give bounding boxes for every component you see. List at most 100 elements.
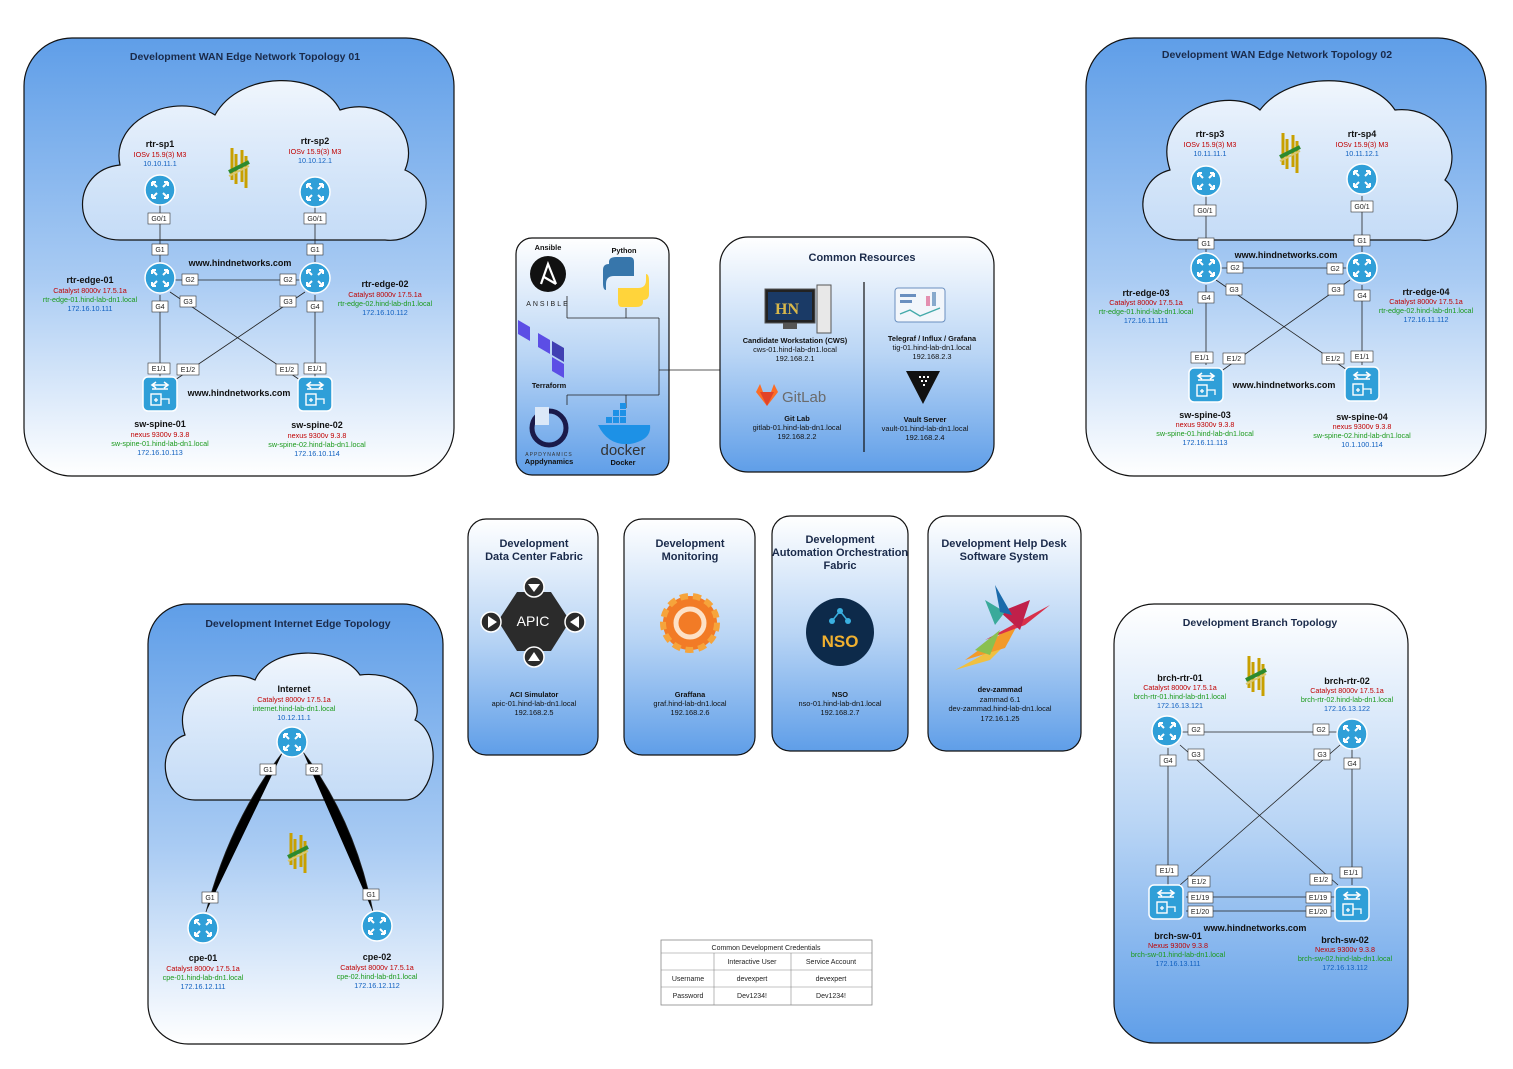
rtr-sp3-router-icon[interactable] <box>1190 165 1222 197</box>
svg-text:E1/1: E1/1 <box>1344 870 1359 877</box>
rtr-edge-02-name: rtr-edge-02 <box>361 279 408 289</box>
dc-name: ACI Simulator <box>510 690 559 699</box>
svg-text:E1/19: E1/19 <box>1191 895 1209 902</box>
zammad-icon[interactable] <box>955 585 1050 670</box>
sw-spine-02-ip: 172.16.10.114 <box>294 449 339 458</box>
docker-label: Docker <box>610 458 635 467</box>
internet-router-icon[interactable] <box>276 726 308 758</box>
brch-rtr-01-router-icon[interactable] <box>1151 715 1183 747</box>
brch-rtr-02-fqdn: brch-rtr-02.hind-lab-dn1.local <box>1301 695 1394 704</box>
cpe-01-router-icon[interactable] <box>187 912 219 944</box>
svg-text:G2: G2 <box>185 277 194 284</box>
brch-sw-02-switch-icon[interactable] <box>1334 886 1370 922</box>
port-labels: G1 G2 G1 G1 <box>201 763 380 904</box>
brch-sw-02-model: Nexus 9300v 9.3.8 <box>1315 945 1375 954</box>
port-labels: G0/1 G0/1 G1 G1 G2 G2 G3 G3 G4 G4 E1/1 E… <box>1190 200 1374 365</box>
sw-spine-02-switch-icon[interactable] <box>297 376 333 412</box>
wan-topology-02-title: Development WAN Edge Network Topology 02 <box>1162 49 1392 61</box>
sw-spine-03-switch-icon[interactable] <box>1188 367 1224 403</box>
ansible-wordmark: ANSIBLE <box>526 301 570 308</box>
common-resources-panel: Common Resources HN Candidate Workstatio… <box>719 236 995 473</box>
python-icon[interactable] <box>603 257 649 307</box>
svg-text:HN: HN <box>775 301 799 318</box>
cpe-01-name: cpe-01 <box>189 953 218 963</box>
vault-icon[interactable] <box>906 371 940 404</box>
sw-spine-04-name: sw-spine-04 <box>1336 412 1388 422</box>
svg-text:E1/2: E1/2 <box>1227 356 1242 363</box>
svg-text:G2: G2 <box>1230 265 1239 272</box>
svg-text:E1/19: E1/19 <box>1309 895 1327 902</box>
rtr-edge-04-router-icon[interactable] <box>1346 252 1378 284</box>
rtr-edge-03-name: rtr-edge-03 <box>1122 288 1169 298</box>
svg-text:G1: G1 <box>310 247 319 254</box>
appdynamics-icon[interactable] <box>529 407 569 448</box>
grafana-icon[interactable] <box>660 593 720 653</box>
svg-text:G4: G4 <box>1357 293 1366 300</box>
rtr-edge-02-router-icon[interactable] <box>299 262 331 294</box>
rtr-sp3-name: rtr-sp3 <box>1196 129 1225 139</box>
svg-text:G4: G4 <box>310 304 319 311</box>
svg-text:G4: G4 <box>1201 295 1210 302</box>
apic-icon[interactable] <box>480 576 586 668</box>
gitlab-wordmark: GitLab <box>782 389 826 406</box>
svg-text:G2: G2 <box>309 767 318 774</box>
internet-edge-panel: Development Internet Edge Topology Inter… <box>147 603 444 1045</box>
brch-rtr-02-name: brch-rtr-02 <box>1324 676 1370 686</box>
brch-sw-01-fqdn: brch-sw-01.hind-lab-dn1.local <box>1131 950 1226 959</box>
rtr-edge-04-model: Catalyst 8000v 17.5.1a <box>1389 297 1463 306</box>
svg-text:G1: G1 <box>205 895 214 902</box>
svg-text:G3: G3 <box>283 299 292 306</box>
rtr-sp4-router-icon[interactable] <box>1346 163 1378 195</box>
website-url: www.hindnetworks.com <box>1203 923 1307 933</box>
brch-rtr-01-ip: 172.16.13.121 <box>1157 701 1203 710</box>
nso-ip: 192.168.2.7 <box>820 708 859 717</box>
brch-rtr-01-name: brch-rtr-01 <box>1157 673 1203 683</box>
tig-name: Telegraf / Influx / Grafana <box>888 334 977 343</box>
terraform-icon[interactable] <box>518 320 564 378</box>
rtr-sp2-router-icon[interactable] <box>299 176 331 208</box>
rtr-edge-01-router-icon[interactable] <box>144 262 176 294</box>
workstation-icon[interactable]: HN <box>764 284 832 334</box>
brch-rtr-02-ip: 172.16.13.122 <box>1324 704 1370 713</box>
docker-icon[interactable] <box>598 403 651 445</box>
svg-text:E1/2: E1/2 <box>1326 356 1341 363</box>
orchestration-panel: Development Automation Orchestration Fab… <box>771 515 909 752</box>
rtr-edge-01-ip: 172.16.10.111 <box>68 304 113 313</box>
sw-spine-04-switch-icon[interactable] <box>1344 366 1380 402</box>
svg-text:G3: G3 <box>1331 287 1340 294</box>
rtr-sp4-ip: 10.11.12.1 <box>1345 149 1378 158</box>
cloud-icon <box>164 652 434 801</box>
appdynamics-wordmark: APPDYNAMICS <box>525 452 572 458</box>
cpe-02-ip: 172.16.12.112 <box>354 981 399 990</box>
cpe-02-fqdn: cpe-02.hind-lab-dn1.local <box>337 972 418 981</box>
rtr-edge-02-model: Catalyst 8000v 17.5.1a <box>348 290 422 299</box>
brch-sw-01-model: Nexus 9300v 9.3.8 <box>1148 941 1208 950</box>
brch-sw-01-switch-icon[interactable] <box>1148 884 1184 920</box>
help-desk-title-line1: Development Help Desk <box>941 538 1067 550</box>
credentials-pass-interactive: Dev1234! <box>737 993 767 1000</box>
credentials-col-service: Service Account <box>806 959 856 966</box>
credentials-user-interactive: devexpert <box>737 976 768 983</box>
gitlab-ip: 192.168.2.2 <box>777 432 816 441</box>
svg-text:E1/20: E1/20 <box>1309 909 1327 916</box>
tig-dashboard-icon[interactable] <box>894 287 946 323</box>
rtr-edge-02-ip: 172.16.10.112 <box>362 308 407 317</box>
rtr-sp1-router-icon[interactable] <box>144 174 176 206</box>
svg-text:E1/2: E1/2 <box>280 367 295 374</box>
rtr-edge-03-router-icon[interactable] <box>1190 252 1222 284</box>
nso-icon[interactable] <box>806 598 874 666</box>
svg-text:G0/1: G0/1 <box>151 216 166 223</box>
rtr-sp4-model: IOSv 15.9(3) M3 <box>1336 140 1389 149</box>
help-desk-title-line2: Software System <box>960 551 1049 563</box>
vault-fqdn: vault-01.hind-lab-dn1.local <box>882 424 969 433</box>
brch-rtr-02-router-icon[interactable] <box>1336 718 1368 750</box>
sw-spine-02-model: nexus 9300v 9.3.8 <box>288 431 347 440</box>
gitlab-icon[interactable] <box>756 384 778 406</box>
ansible-icon[interactable] <box>530 256 566 292</box>
svg-text:G4: G4 <box>1347 761 1356 768</box>
internet-router-model: Catalyst 8000v 17.5.1a <box>257 695 331 704</box>
wan-topology-01-title: Development WAN Edge Network Topology 01 <box>130 51 360 63</box>
cpe-02-router-icon[interactable] <box>361 910 393 942</box>
website-url: www.hindnetworks.com <box>187 388 291 398</box>
sw-spine-01-switch-icon[interactable] <box>142 376 178 412</box>
